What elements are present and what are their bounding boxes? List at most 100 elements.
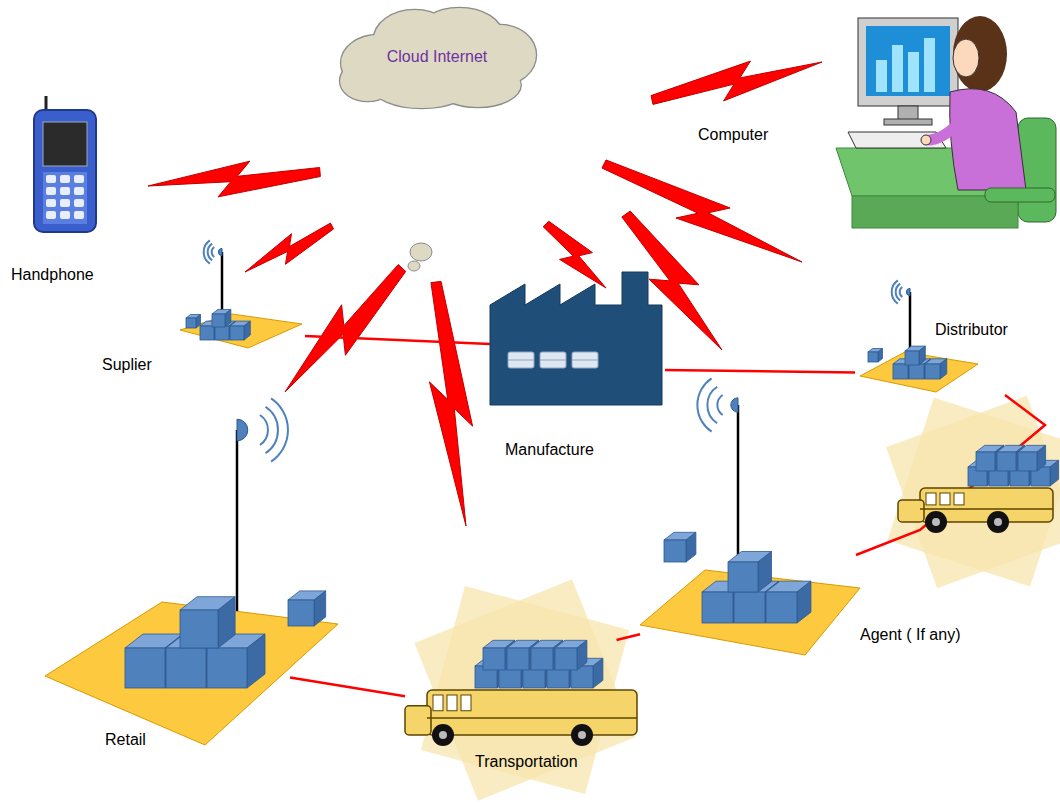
wheel-hub (932, 518, 940, 526)
signal-arc (717, 395, 722, 415)
site-node: Retail (40, 590, 290, 755)
truck-window (447, 695, 457, 711)
signal-arc (707, 387, 717, 424)
lightning-bolt (285, 264, 406, 392)
node-label: Handphone (11, 265, 94, 285)
woman-hand (921, 135, 931, 145)
factory-window (508, 352, 534, 368)
phone-key (74, 211, 84, 219)
box-side (593, 658, 603, 688)
phone-key (74, 199, 84, 207)
site-node: Manufacture (490, 270, 665, 470)
box-front (180, 610, 218, 648)
truck-stripe (427, 717, 637, 719)
box-front (909, 364, 924, 379)
thought-bubble (408, 261, 420, 271)
yellow-platform (180, 314, 302, 348)
antenna-pole (737, 405, 740, 565)
woman-arm (930, 112, 968, 140)
box-side (218, 597, 235, 648)
monitor-frame (858, 18, 958, 106)
device-node: Handphone (5, 95, 120, 290)
box-side (686, 532, 696, 562)
phone-keys-panel (43, 172, 87, 224)
antenna-pole (236, 430, 239, 640)
screen-bar (924, 38, 935, 92)
antenna-dish (731, 398, 738, 412)
site-node: Agent ( If any) (640, 555, 1000, 665)
phone-key (46, 187, 56, 195)
box-side (919, 346, 925, 365)
box-front (531, 648, 553, 670)
box-front (868, 352, 878, 362)
phone-key (46, 211, 56, 219)
box-side (878, 349, 883, 363)
phone-key (46, 199, 56, 207)
truck-hood (898, 500, 924, 522)
signal-arc (208, 244, 212, 261)
box-side (314, 591, 326, 626)
woman-face (953, 39, 979, 77)
phone-key (60, 175, 70, 183)
antenna-pole (909, 292, 912, 352)
truck-window (954, 493, 964, 505)
node-label: Retail (105, 730, 146, 750)
node-label: Distributor (935, 320, 1008, 340)
box-front (976, 452, 995, 471)
signal-arc (204, 240, 210, 263)
wheel-hub (439, 731, 447, 739)
supply-link (665, 370, 855, 373)
truck-window (926, 493, 936, 505)
node-label: Agent ( If any) (860, 625, 961, 645)
node-label: Cloud Internet (335, 47, 539, 67)
signal-arc (271, 398, 288, 461)
screen-bar (908, 52, 919, 92)
box-front (207, 648, 247, 688)
signal-arc (266, 407, 278, 454)
supply-link (305, 336, 490, 344)
signal-arc (892, 280, 898, 303)
truck-wheel (432, 724, 454, 746)
lightning-bolt (148, 161, 320, 197)
cloud-node: Cloud Internet (335, 5, 539, 110)
box-front (125, 648, 165, 688)
box-front (734, 592, 765, 623)
phone-key (60, 211, 70, 219)
phone-body (34, 110, 96, 232)
box-side (758, 552, 772, 593)
box-front (288, 600, 314, 626)
node-label: Suplier (102, 355, 152, 375)
box-front (728, 562, 758, 592)
site-node: Suplier (100, 300, 305, 380)
thought-bubble (410, 243, 432, 261)
wheel-hub (994, 518, 1002, 526)
box-front (186, 318, 196, 328)
phone-key (46, 175, 56, 183)
box-side (247, 634, 265, 688)
signal-arc (260, 415, 268, 445)
lightning-bolt (245, 223, 334, 272)
truck-window (461, 695, 471, 711)
supply-link (290, 677, 405, 696)
monitor-screen (866, 26, 950, 96)
window-bar (540, 360, 566, 361)
truck-wheel (925, 511, 947, 533)
box-front (230, 326, 244, 340)
truck-backdrop (886, 396, 1060, 588)
truck-hood (405, 706, 431, 735)
lightning-bolt (429, 281, 472, 526)
signal-arc (697, 378, 711, 431)
node-label: Transportation (475, 752, 578, 772)
truck-window (433, 695, 443, 711)
phone-key (74, 175, 84, 183)
factory-building (490, 272, 662, 405)
screen-bar (892, 45, 903, 92)
truck-wheel (987, 511, 1009, 533)
truck-stripe (920, 508, 1053, 510)
woman-body (950, 89, 1026, 190)
box-side (225, 309, 231, 327)
lightning-bolt (651, 61, 822, 104)
